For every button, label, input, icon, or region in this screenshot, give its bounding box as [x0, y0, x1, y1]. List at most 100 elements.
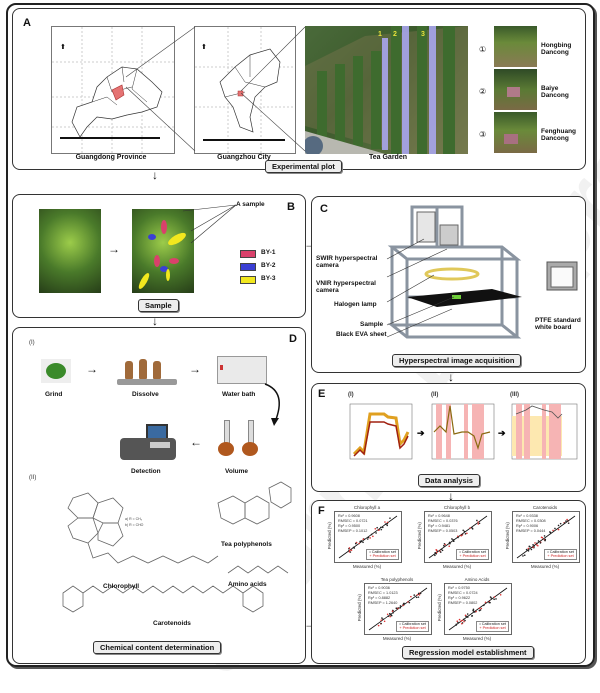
plot-stat: Rp² = 0.9006	[516, 524, 539, 528]
panel-letter: D	[289, 333, 297, 345]
calibration-point	[559, 522, 562, 525]
calibration-point	[381, 526, 384, 529]
legend-swatch-by3	[240, 276, 256, 284]
legend-entry: + Prediction set	[369, 554, 396, 559]
prediction-point	[362, 538, 365, 540]
calibration-point	[360, 540, 363, 542]
calibration-point	[392, 612, 394, 614]
calibration-point	[452, 540, 455, 543]
y-axis-label: Predicted (%)	[416, 522, 422, 550]
water-bath-photo	[217, 356, 267, 384]
prediction-point	[448, 545, 451, 547]
prediction-point	[348, 547, 351, 549]
calibration-point	[539, 542, 542, 544]
calibration-point	[415, 596, 418, 599]
calibration-point	[387, 615, 390, 618]
rig-label-halogen: Halogen lamp	[334, 301, 377, 308]
dissolve-photo	[117, 353, 177, 388]
svg-text:➔: ➔	[417, 428, 425, 438]
calibration-point	[440, 548, 443, 551]
calibration-point	[554, 527, 556, 530]
rig-label-eva: Black EVA sheet	[336, 331, 387, 338]
y-axis-label: Predicted (%)	[326, 522, 332, 550]
calibration-point	[536, 542, 538, 545]
svg-text:⬆: ⬆	[201, 43, 207, 51]
panel-title-experimental-plot: Experimental plot	[265, 160, 342, 173]
rig-label-vnir: VNIR hyperspectral camera	[316, 280, 376, 295]
plot-title: Chlorophyll a	[353, 505, 381, 510]
compound-label: Carotenoids	[153, 620, 191, 627]
prediction-point	[469, 527, 471, 529]
calibration-point	[567, 519, 569, 522]
calibration-point	[375, 532, 377, 534]
calibration-point	[382, 618, 384, 621]
prediction-point	[478, 607, 481, 610]
row-marker: 3	[421, 31, 425, 38]
prediction-point	[460, 534, 462, 537]
variety-name: Fenghuang Dancong	[541, 128, 577, 143]
svg-text:➔: ➔	[498, 428, 506, 438]
calibration-point	[399, 605, 402, 607]
y-axis-label: Predicted (%)	[504, 522, 510, 550]
prediction-point	[386, 521, 389, 524]
calibration-point	[543, 535, 546, 537]
calibration-point	[464, 619, 466, 622]
prediction-point	[436, 551, 438, 554]
calibration-point	[549, 531, 552, 534]
legend-entry: • Calibration set	[547, 549, 574, 554]
plot-title: Tea polyphenols	[380, 577, 414, 582]
plot-stat: RMSEC = 0.0721	[338, 519, 368, 523]
plot-title: Amino Acids	[464, 577, 490, 582]
legend-label: BY-3	[261, 275, 276, 282]
subpanel-label: (I)	[348, 392, 354, 398]
panel-letter: A	[23, 17, 31, 29]
calibration-point	[355, 542, 357, 545]
variety-marker: ③	[479, 130, 487, 139]
x-axis-label: Measured (%)	[352, 564, 382, 569]
guangdong-map-drawing: ⬆	[52, 27, 174, 153]
calibration-point	[451, 538, 453, 540]
prediction-point	[527, 547, 530, 550]
legend-swatch-by1	[240, 250, 256, 258]
calibration-point	[457, 536, 459, 539]
step-label: Volume	[225, 468, 248, 475]
calibration-point	[525, 548, 528, 551]
arrow-down: ↓	[152, 168, 158, 182]
calibration-point	[362, 541, 364, 544]
prediction-point	[477, 523, 480, 525]
calibration-point	[417, 592, 420, 595]
prediction-point	[552, 529, 554, 532]
calibration-point	[476, 519, 478, 522]
zoom-lines	[125, 26, 306, 152]
prediction-point	[534, 542, 536, 544]
calibration-point	[389, 613, 392, 616]
plot-stat: Rc² = 0.9608	[338, 514, 360, 518]
prediction-point	[397, 607, 399, 610]
prediction-point	[372, 535, 374, 538]
calibration-point	[563, 522, 566, 524]
plot-stat: Rc² = 0.9036	[368, 586, 390, 590]
prediction-point	[532, 546, 535, 549]
sample-markers	[138, 220, 186, 289]
x-axis-label: Measured (%)	[530, 564, 560, 569]
arrow-right: →	[189, 362, 201, 376]
plot-stat: RMSEP = 0.0802	[448, 601, 478, 605]
step-label: Grind	[45, 391, 63, 398]
rig-label-swir: SWIR hyperspectral camera	[316, 255, 378, 270]
calibration-point	[367, 536, 370, 539]
prediction-point	[369, 537, 371, 539]
calibration-point	[366, 538, 369, 540]
legend-entry: + Prediction set	[399, 626, 426, 631]
plot-legend: • Calibration set+ Prediction set	[366, 548, 399, 560]
plot-stat: RMSEC = 0.0376	[428, 519, 458, 523]
calibration-point	[557, 524, 560, 527]
prediction-point	[460, 620, 463, 622]
row-marker: 1	[378, 31, 382, 38]
tea-garden-rows: 1 2 3	[305, 26, 468, 154]
